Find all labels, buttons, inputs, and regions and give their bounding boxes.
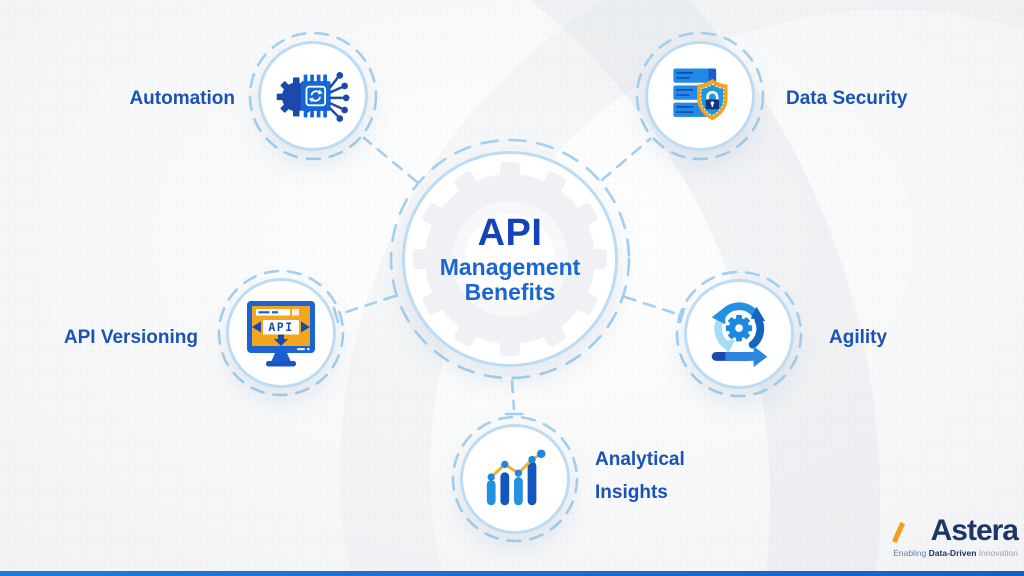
- bottom-accent-bar: [0, 571, 1024, 576]
- server-shield-lock-icon: [673, 68, 728, 121]
- versioning-circle: API: [226, 278, 336, 388]
- analytics-label: Analytical Insights: [595, 449, 685, 504]
- tagline-innovation: Innovation: [978, 548, 1018, 558]
- connector-agility-tick: [678, 307, 686, 324]
- astera-tagline: Enabling Data-Driven Innovation: [893, 548, 1018, 558]
- analytics-circle: [460, 424, 570, 534]
- connector-agility: [623, 295, 679, 316]
- astera-logo: Astera Enabling Data-Driven Innovation: [891, 514, 1019, 558]
- hub-circle: API Management Benefits: [402, 151, 618, 367]
- tagline-data-driven: Data-Driven: [928, 548, 977, 558]
- hub-title: API: [477, 211, 543, 254]
- analytics-dashed-ring: [451, 415, 579, 543]
- gear-chip-circuit-icon: [276, 72, 350, 122]
- astera-wordmark: Astera: [930, 514, 1019, 547]
- security-label: Data Security: [786, 88, 908, 109]
- agility-label: Agility: [829, 327, 888, 348]
- agile-cycle-gear-icon: [711, 302, 768, 368]
- security-dashed-ring: [635, 31, 765, 161]
- hub-subtitle-line1: Management: [439, 253, 581, 280]
- connector-versioning: [341, 294, 397, 315]
- security-circle: [645, 41, 755, 151]
- automation-label: Automation: [129, 88, 235, 109]
- hub-subtitle-line2: Benefits: [464, 279, 556, 306]
- gear-watermark-icon: [413, 162, 607, 356]
- connector-security: [600, 137, 652, 182]
- versioning-screen-text: API: [268, 320, 293, 334]
- versioning-dashed-ring: [217, 269, 345, 397]
- agility-dashed-ring: [675, 270, 803, 398]
- automation-dashed-ring: [248, 31, 378, 161]
- connector-analytics: [510, 379, 516, 411]
- connector-automation: [362, 136, 419, 184]
- connector-versioning-tick: [332, 306, 340, 324]
- versioning-label: API Versioning: [63, 327, 198, 348]
- bar-chart-trend-icon: [486, 449, 546, 506]
- hub-title-block: API Management Benefits: [440, 212, 581, 306]
- tagline-enabling: Enabling: [893, 548, 927, 558]
- automation-circle: [258, 41, 368, 151]
- agility-circle: [684, 279, 794, 389]
- monitor-api-arrows-icon: API: [247, 301, 315, 367]
- hub-dashed-ring: [389, 138, 631, 380]
